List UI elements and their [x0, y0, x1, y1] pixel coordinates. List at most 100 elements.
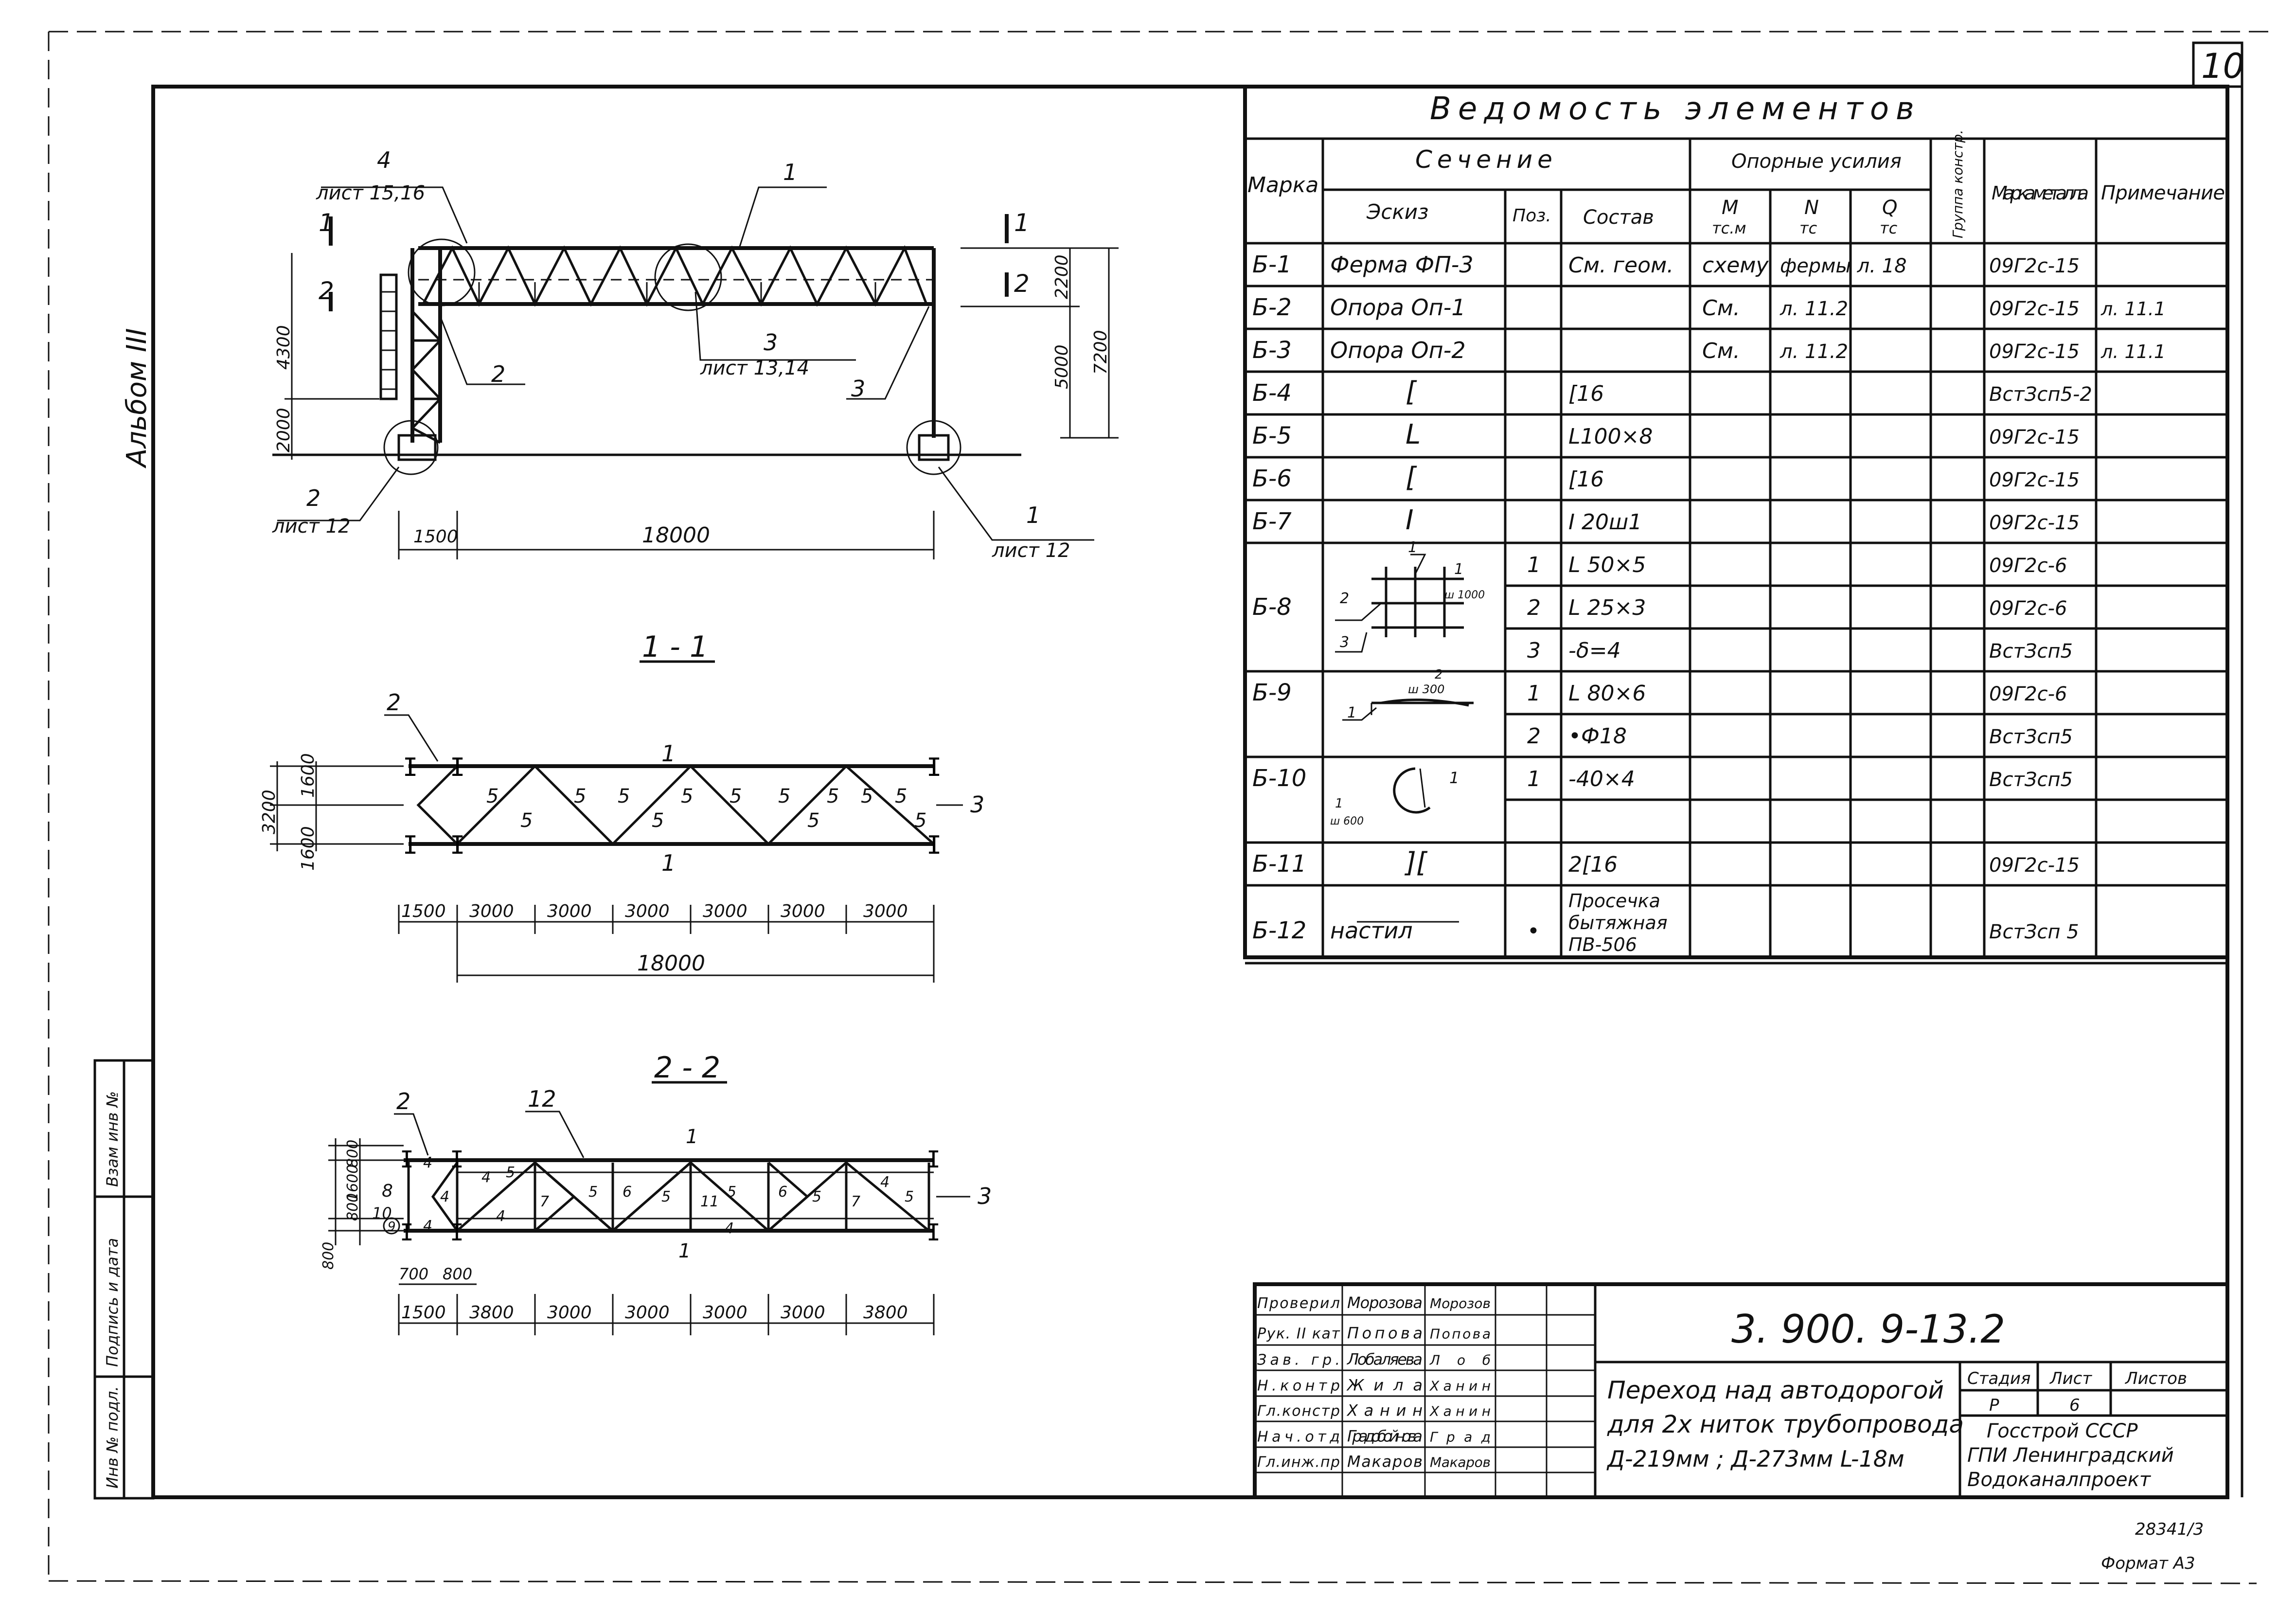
s2-dim-800-a: 800 — [344, 1193, 361, 1221]
schedule-mark: Б-7 — [1252, 508, 1292, 535]
sheet-value: 6 — [2069, 1396, 2080, 1415]
elev-callout-2: 2 — [491, 361, 505, 387]
b9-pitch: ш 300 — [1408, 682, 1444, 696]
hdr-m: M — [1722, 197, 1739, 219]
signature-name: Ханин — [1346, 1401, 1423, 1420]
hdr-mark: Марка — [1247, 173, 1318, 197]
s1-dim-3000: 3000 — [625, 901, 670, 921]
signature-sign: Ханин — [1429, 1403, 1491, 1419]
elev-callout-4: 4 — [377, 147, 391, 173]
schedule-note: л. 11.1 — [2100, 298, 2166, 320]
margin-label-3: Взам инв № — [103, 1091, 122, 1187]
s1-member-5: 5 — [681, 785, 693, 808]
s2-member: 6 — [778, 1184, 787, 1201]
section-2-2-title: 2 - 2 — [654, 1051, 720, 1085]
schedule-steel: ВстЗсп5 — [1989, 640, 2073, 663]
schedule-comp: I 20ш1 — [1568, 510, 1642, 535]
schedule-comp: Просечка — [1568, 890, 1660, 912]
s1-member-5: 5 — [807, 809, 819, 832]
element-schedule: Ведомость элементов Марка Сечение Эскиз … — [1243, 85, 2229, 965]
signature-role: Зав. гр. — [1257, 1352, 1340, 1369]
b9-sketch-2: 2 — [1435, 667, 1443, 682]
s2-dim-3800: 3800 — [469, 1303, 514, 1323]
signature-role: Н.контр — [1257, 1377, 1340, 1394]
signature-sign: Попова — [1430, 1326, 1491, 1342]
signature-role: Рук. II кат — [1257, 1325, 1341, 1342]
signature-sign: Морозов — [1430, 1295, 1491, 1311]
sketch-b10: 1 1 ш 600 — [1330, 767, 1459, 827]
s2-member: 4 — [440, 1188, 449, 1205]
elev-dim-7200: 7200 — [1091, 330, 1111, 375]
b8-sketch-1: 1 — [1408, 539, 1417, 556]
s2-label-1-top: 1 — [686, 1126, 698, 1148]
ibeam-icon: I — [926, 753, 942, 782]
hdr-group: Группа констр. — [1950, 130, 1966, 238]
schedule-steel: 09Г2с-15 — [1989, 426, 2080, 449]
schedule-sketch: ][ — [1404, 847, 1428, 879]
s2-member: 5 — [905, 1188, 914, 1205]
s2-label-9: 9 — [388, 1220, 396, 1234]
schedule-comp: L100×8 — [1568, 424, 1653, 449]
elev-callout-sheet-12b: лист 12 — [992, 539, 1070, 562]
schedule-mark: Б-5 — [1252, 422, 1292, 449]
schedule-sketch: Опора Оп-1 — [1330, 294, 1466, 321]
s2-member: 4 — [880, 1174, 890, 1191]
s2-member: 4 — [481, 1169, 491, 1186]
s1-member-5: 5 — [574, 785, 586, 808]
ibeam-icon: I — [450, 1146, 464, 1173]
schedule-mark: Б-12 — [1252, 917, 1306, 944]
drawing-title-line-2: для 2х ниток трубопровода — [1607, 1410, 1964, 1438]
elev-dim-1500: 1500 — [413, 527, 458, 547]
schedule-comp: -40×4 — [1568, 767, 1635, 791]
s2-dim-700: 700 — [399, 1265, 428, 1283]
b8-sketch-2: 2 — [1340, 590, 1349, 607]
schedule-pos: 3 — [1527, 638, 1541, 663]
sheet-number: 10 — [2201, 46, 2244, 86]
sheet-code: 3. 900. 9-13.2 — [1731, 1307, 2005, 1352]
s2-member: 11 — [700, 1193, 719, 1210]
s1-member-5: 5 — [486, 785, 498, 808]
ibeam-icon: I — [403, 831, 418, 860]
s2-label-8: 8 — [382, 1181, 393, 1201]
schedule-sketch: [ — [1406, 376, 1417, 408]
elev-dim-2200: 2200 — [1052, 254, 1072, 299]
margin-label-1: Инв № подл. — [103, 1386, 122, 1489]
s1-label-3: 3 — [970, 791, 984, 818]
s2-label-12: 12 — [528, 1086, 556, 1112]
s2-dim-3000: 3000 — [781, 1303, 825, 1323]
schedule-comp: L 25×3 — [1568, 595, 1646, 620]
s2-member: 4 — [496, 1208, 505, 1225]
schedule-note: л. 11.1 — [2100, 341, 2166, 362]
schedule-mark: Б-1 — [1252, 251, 1292, 278]
schedule-force-n: фермы л. 18 — [1780, 255, 1907, 277]
schedule-steel: ВстЗсп5-2 — [1989, 383, 2092, 406]
s1-dim-3000: 3000 — [547, 901, 592, 921]
b9-sketch-1: 1 — [1347, 704, 1356, 721]
schedule-steel: 09Г2с-6 — [1989, 597, 2067, 620]
schedule-force-m: См. — [1702, 339, 1740, 363]
s2-label-1-bottom: 1 — [678, 1240, 691, 1262]
hdr-section: Сечение — [1415, 145, 1557, 174]
ibeam-icon: I — [450, 753, 465, 782]
org-line-3: Водоканалпроект — [1967, 1469, 2152, 1491]
footer-number: 28341/3 — [2135, 1520, 2204, 1539]
section-mark-1-right: 1 — [1014, 209, 1030, 237]
hdr-note: Примечание — [2101, 182, 2225, 204]
elev-callout-3b: 3 — [851, 376, 865, 402]
signature-name: Макаров — [1347, 1453, 1423, 1471]
schedule-comp: ПВ-506 — [1568, 934, 1637, 955]
signature-name: Жила — [1346, 1376, 1423, 1394]
section-mark-2-left: 2 — [319, 277, 334, 305]
s1-member-5: 5 — [652, 809, 664, 832]
section-mark-1-left: 1 — [319, 209, 334, 237]
s2-member: 5 — [812, 1188, 821, 1205]
schedule-comp: бытяжная — [1568, 912, 1668, 933]
s1-member-5: 5 — [618, 785, 630, 808]
org-line-1: Госстрой СССР — [1987, 1420, 2138, 1442]
drawing-title-line-1: Переход над автодорогой — [1607, 1376, 1944, 1404]
b8-sketch-3: 3 — [1340, 634, 1349, 651]
schedule-steel: 09Г2с-15 — [1989, 469, 2080, 491]
elev-dim-5000: 5000 — [1052, 344, 1072, 389]
schedule-steel: ВстЗсп5 — [1989, 726, 2073, 748]
